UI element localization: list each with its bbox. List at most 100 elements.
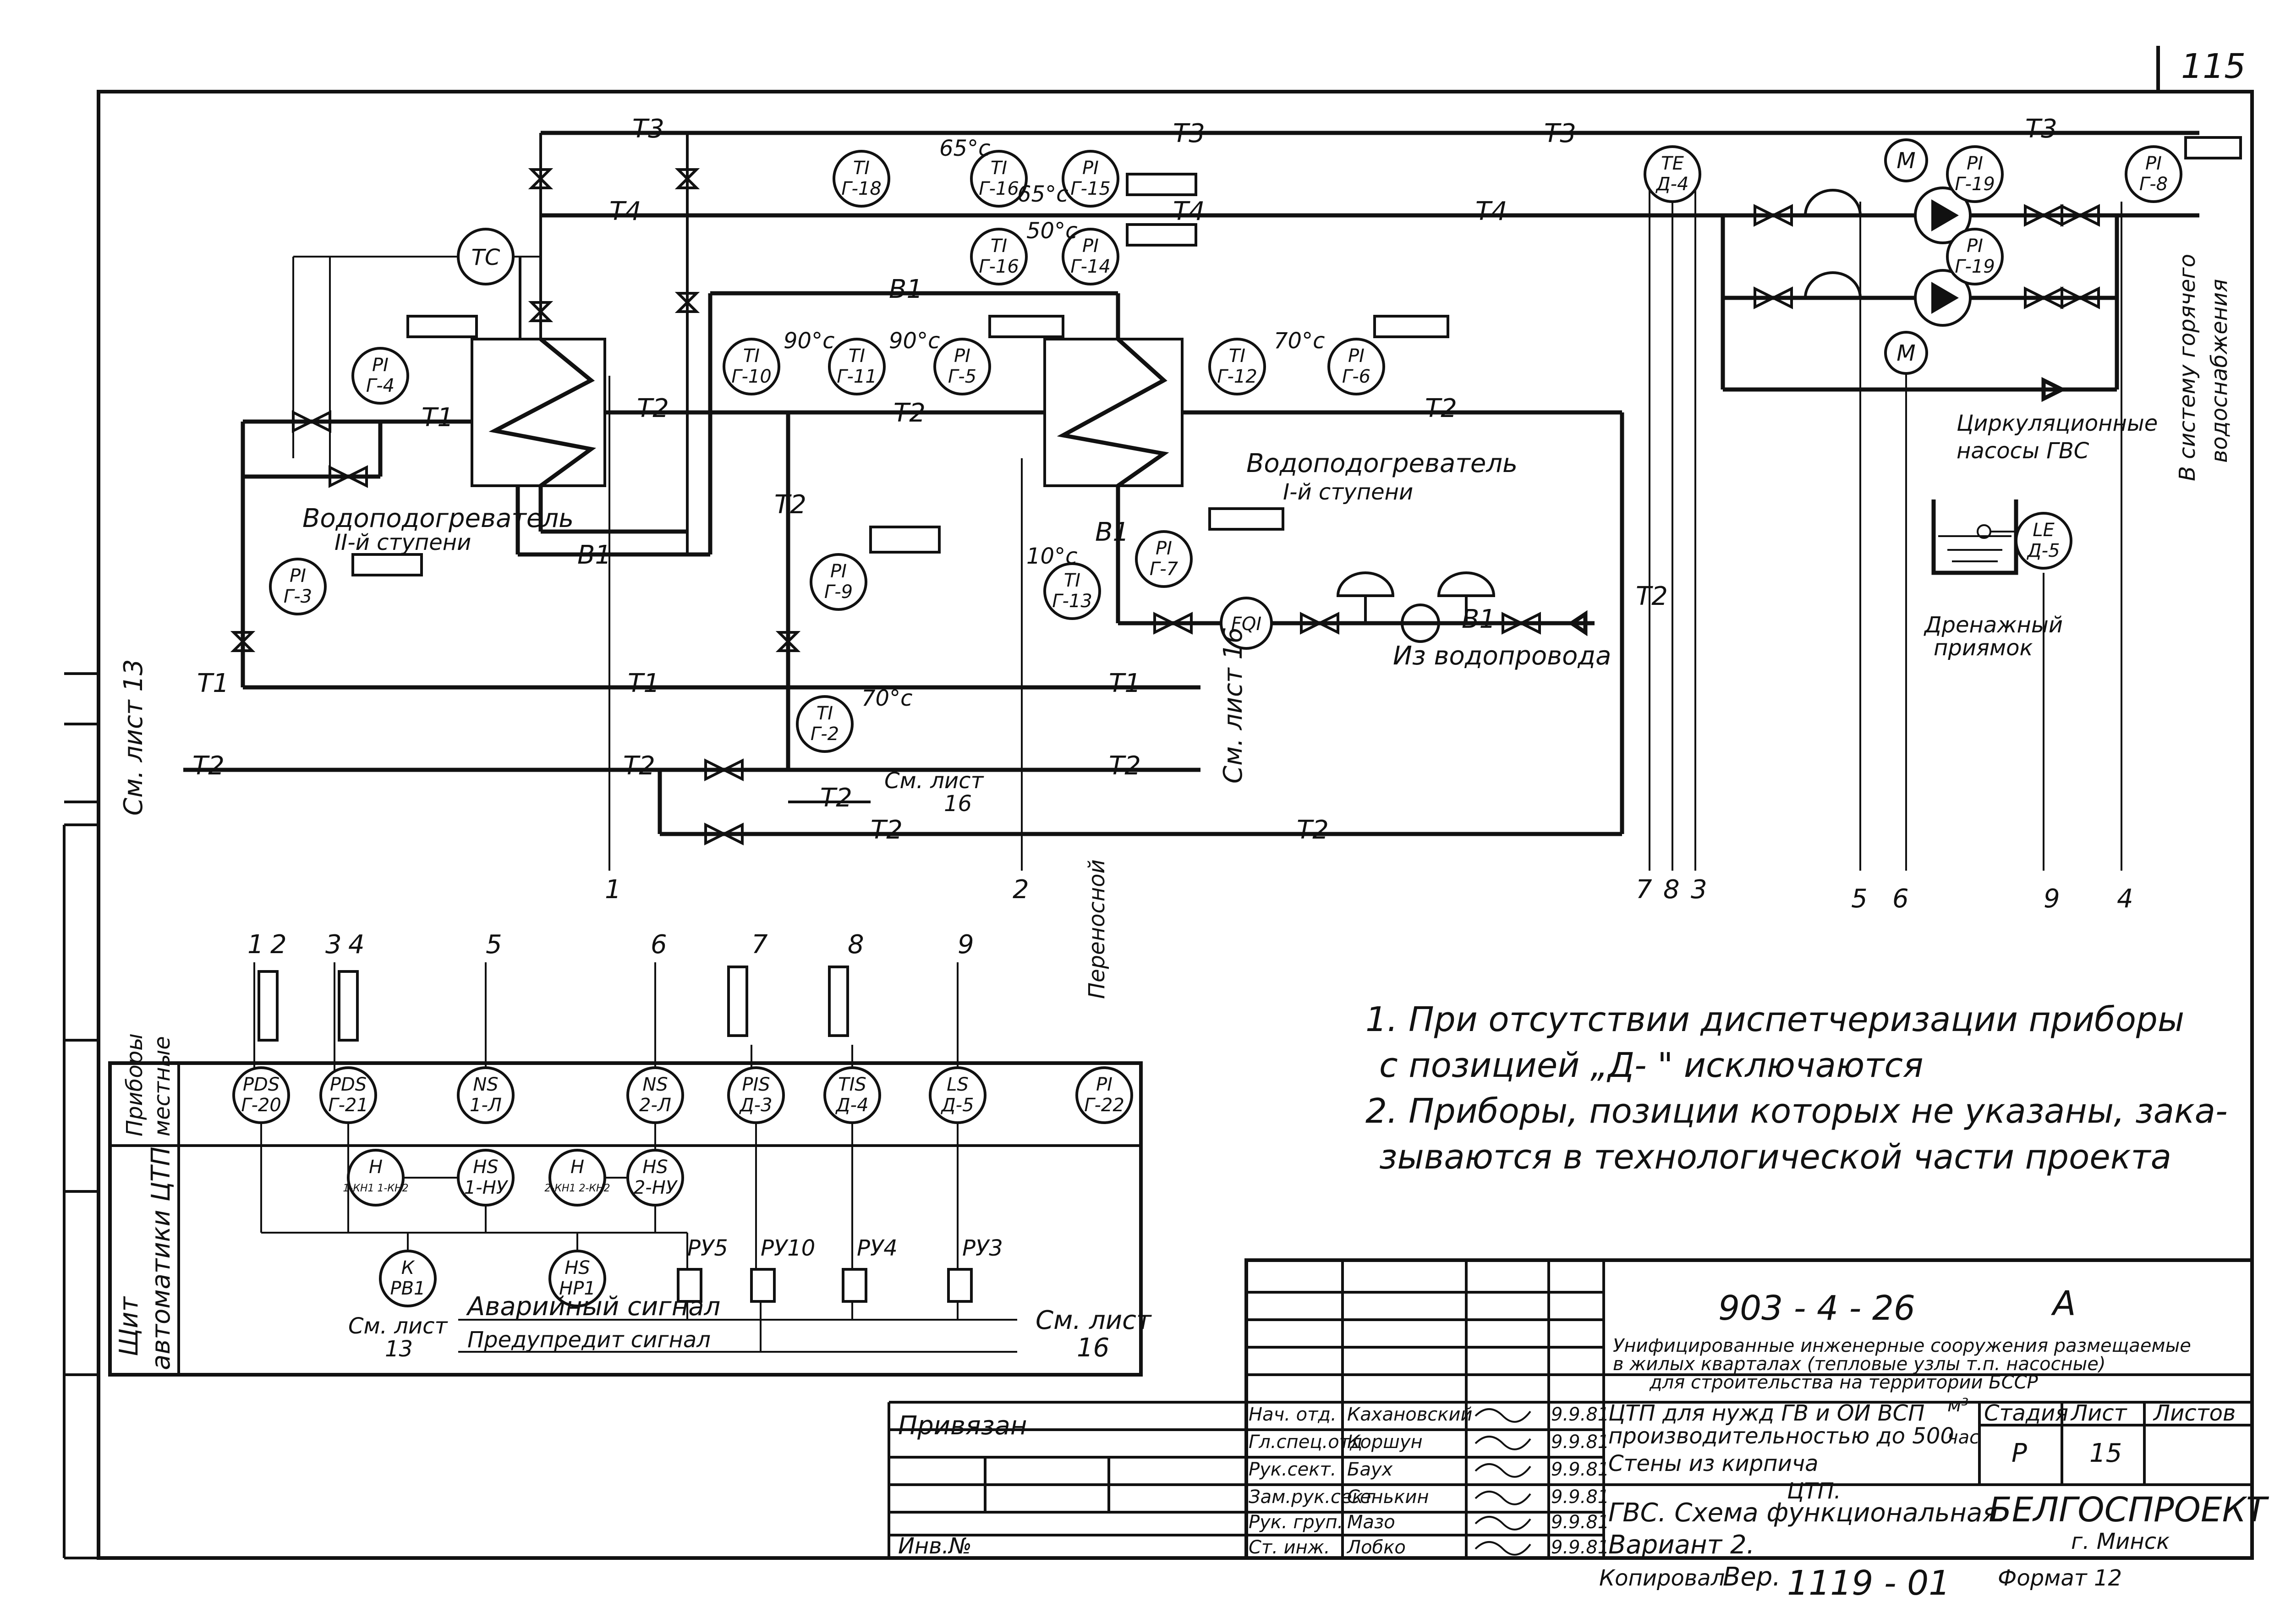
svg-text:PI: PI [954, 346, 970, 367]
svg-text:Г-2: Г-2 [811, 724, 839, 745]
svg-text:Г-4: Г-4 [366, 375, 395, 396]
instrument-ti-g16b: TIГ-16 [970, 228, 1028, 285]
instrument-ti-g11: TIГ-11 [828, 338, 886, 395]
svg-text:PI: PI [1082, 158, 1099, 179]
svg-text:LS: LS [947, 1074, 969, 1095]
svg-text:6: 6 [651, 930, 667, 960]
instrument-ti-g10: TIГ-10 [723, 338, 780, 395]
pumps-label-1: Циркуляционные [1957, 411, 2158, 436]
svg-text:Г-16: Г-16 [979, 256, 1019, 277]
svg-text:Г-22: Г-22 [1084, 1095, 1124, 1116]
svg-text:НР1: НР1 [559, 1278, 596, 1299]
svg-text:TIS: TIS [838, 1074, 866, 1095]
svg-text:См. лист: См. лист [1036, 1306, 1152, 1335]
control-valves [1336, 189, 1862, 643]
instrument-ti-g13: TIГ-13 [1043, 562, 1101, 620]
svg-text:90°с: 90°с [889, 328, 940, 354]
line-number: 2 [1013, 875, 1029, 905]
svg-text:2. Приборы, позиции которых не: 2. Приборы, позиции которых не указаны, … [1365, 1092, 2228, 1131]
line-number: 1 [605, 875, 621, 905]
signature-marks [1474, 1408, 1531, 1556]
svg-text:70°с: 70°с [861, 686, 912, 711]
portable-label: Переносной [1084, 859, 1110, 999]
svg-text:Вариант 2.: Вариант 2. [1608, 1530, 1754, 1560]
svg-text:TI: TI [817, 703, 833, 724]
svg-text:PI: PI [1967, 153, 1983, 174]
svg-text:Сенькин: Сенькин [1347, 1487, 1429, 1508]
label-t2: Т2 [820, 783, 852, 813]
svg-text:9.9.81: 9.9.81 [1551, 1512, 1609, 1533]
instrument-fqi: FQI [1220, 597, 1273, 650]
svg-text:м³: м³ [1947, 1395, 1968, 1416]
svg-text:Аварийный сигнал: Аварийный сигнал [466, 1292, 720, 1322]
svg-text:Г-14: Г-14 [1070, 256, 1111, 277]
svg-text:Вер.: Вер. [1723, 1562, 1781, 1592]
svg-text:1. При отсутствии диспетчериза: 1. При отсутствии диспетчеризации прибор… [1365, 1000, 2184, 1039]
from-water-label: Из водопровода [1393, 641, 1611, 671]
instrument-pi-g15: PIГ-15 [1062, 150, 1119, 208]
svg-text:Г-21: Г-21 [328, 1095, 368, 1116]
svg-text:А: А [2051, 1284, 2076, 1323]
svg-text:HS: HS [642, 1157, 668, 1178]
svg-text:PIS: PIS [742, 1074, 770, 1095]
valves [230, 168, 2100, 845]
line-number: 3 [1691, 875, 1707, 905]
svg-text:PI: PI [1156, 538, 1172, 559]
svg-text:Г-12: Г-12 [1217, 366, 1257, 387]
svg-text:Г-13: Г-13 [1052, 591, 1092, 612]
label-t2: Т2 [1636, 582, 1668, 611]
svg-text:PI: PI [372, 355, 389, 376]
instrument-pi-g19a: PIГ-19 [1946, 145, 2004, 203]
svg-text:M: M [1896, 340, 1915, 366]
instrument-ti-g16a: TIГ-16 [970, 150, 1028, 208]
svg-text:9.9.81: 9.9.81 [1551, 1537, 1609, 1558]
svg-text:Г-11: Г-11 [837, 366, 877, 387]
line-number: 7 [1636, 875, 1652, 905]
pumps-label-2: насосы ГВС [1957, 438, 2089, 464]
heater-stage-1 [1043, 338, 1184, 487]
svg-text:H: H [369, 1157, 383, 1178]
label-t2: Т2 [774, 490, 806, 520]
signal-lines: 1 2 7 8 3 5 6 9 4 [605, 174, 2133, 914]
svg-text:БЕЛГОСПРОЕКТ: БЕЛГОСПРОЕКТ [1989, 1490, 2269, 1530]
instrument-motor-2: M [1884, 331, 1928, 375]
line-number: 6 [1892, 884, 1909, 914]
svg-text:ТС: ТС [471, 245, 500, 270]
svg-text:16: 16 [1077, 1333, 1109, 1363]
see-sheet-16: См. лист 16 [1218, 627, 1248, 784]
svg-text:TI: TI [1064, 570, 1080, 591]
svg-text:Г-16: Г-16 [979, 178, 1019, 199]
heater-2-label: Водоподогреватель [302, 504, 574, 533]
svg-text:Коршун: Коршун [1347, 1432, 1423, 1453]
label-t1: Т1 [1109, 669, 1141, 698]
svg-text:4: 4 [348, 930, 365, 960]
label-t4: Т4 [1475, 197, 1507, 226]
instrument-pi-g3: PIГ-3 [269, 558, 327, 615]
svg-text:Унифицированные инженерные соо: Унифицированные инженерные сооружения ра… [1613, 1335, 2191, 1356]
svg-text:9.9.81: 9.9.81 [1551, 1432, 1609, 1453]
svg-text:PDS: PDS [243, 1074, 280, 1095]
svg-text:M: M [1896, 148, 1915, 174]
svg-text:Зам.рук.сект: Зам.рук.сект [1249, 1487, 1375, 1508]
svg-text:10°с: 10°с [1026, 543, 1077, 569]
svg-text:Кахановский: Кахановский [1347, 1404, 1472, 1425]
instrument-tc: ТС [457, 228, 515, 285]
svg-text:Д-4: Д-4 [1655, 174, 1688, 195]
temperature-labels: 65°с 65°с 50°с 90°с 90°с 70°с 70°с 10°с [784, 136, 1325, 711]
svg-text:Г-7: Г-7 [1150, 559, 1178, 580]
svg-text:9: 9 [958, 930, 974, 960]
drain-label-1: Дренажный [1924, 612, 2063, 638]
svg-text:РУ4: РУ4 [857, 1235, 898, 1261]
svg-text:8: 8 [848, 930, 864, 960]
svg-text:Формат 12: Формат 12 [1998, 1565, 2122, 1591]
svg-text:NS: NS [642, 1074, 668, 1095]
line-number: 5 [1851, 884, 1868, 914]
label-t2: Т2 [623, 751, 655, 781]
svg-text:Нач. отд.: Нач. отд. [1249, 1404, 1337, 1425]
svg-text:TI: TI [991, 158, 1007, 179]
svg-text:PI: PI [2145, 153, 2162, 174]
svg-text:65°с: 65°с [939, 136, 990, 161]
svg-text:1-НУ: 1-НУ [464, 1177, 509, 1198]
svg-text:Приборы: Приборы [122, 1033, 148, 1136]
